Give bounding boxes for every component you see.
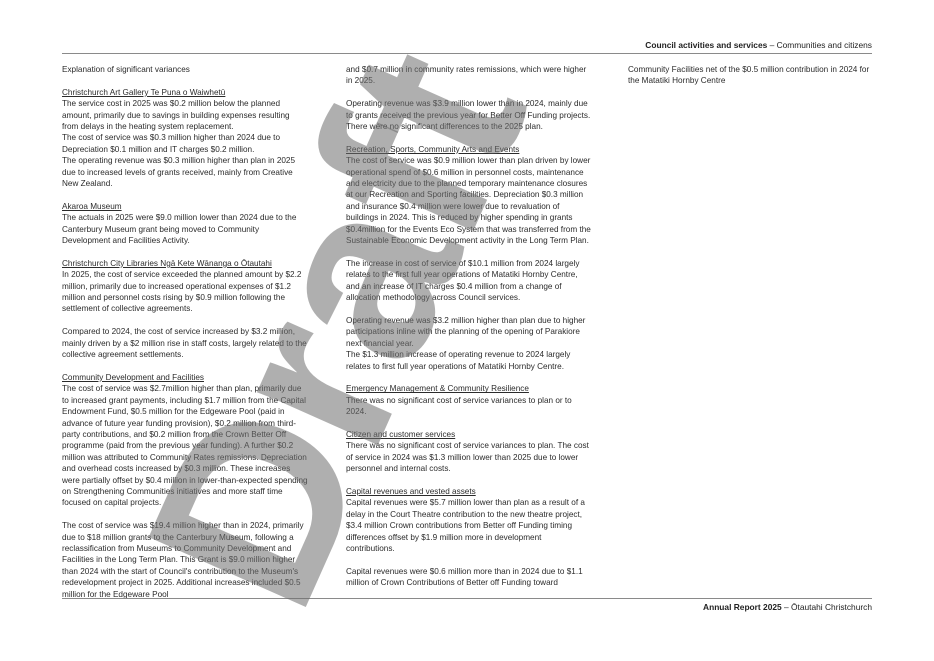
libraries-paragraph-2: Compared to 2024, the cost of service in…: [62, 327, 307, 360]
header-subsection: Communities and citizens: [776, 40, 872, 50]
community-development-paragraph-2: The cost of service was $19.4 million hi…: [62, 521, 304, 599]
header-separator: –: [767, 40, 777, 50]
community-development-paragraph-1: The cost of service was $2.7million high…: [62, 384, 308, 508]
header-section: Council activities and services: [645, 40, 768, 50]
akaroa-paragraph: The actuals in 2025 were $9.0 million lo…: [62, 213, 297, 246]
art-gallery-heading: Christchurch Art Gallery Te Puna o Waiwh…: [62, 87, 226, 97]
libraries-paragraph-1: In 2025, the cost of service exceeded th…: [62, 270, 302, 314]
art-gallery-paragraph-1: The service cost in 2025 was $0.2 millio…: [62, 99, 290, 132]
recreation-paragraph-3: Operating revenue was $3.2 million highe…: [346, 315, 586, 348]
column-3: Community Facilities net of the $0.5 mil…: [628, 64, 876, 87]
capital-revenues-heading: Capital revenues and vested assets: [346, 486, 476, 496]
recreation-paragraph-4: The $1.3 million increase of operating r…: [346, 350, 571, 371]
recreation-heading: Recreation, Sports, Community Arts and E…: [346, 144, 520, 154]
running-header: Council activities and services – Commun…: [645, 40, 872, 51]
citizen-services-paragraph: There was no significant cost of service…: [346, 441, 589, 474]
footer-rule: [62, 598, 872, 599]
emergency-management-heading: Emergency Management & Community Resilie…: [346, 384, 529, 394]
recreation-paragraph-2: The increase in cost of service of $10.1…: [346, 258, 580, 303]
capital-revenues-paragraph-2: Capital revenues were $0.6 million more …: [346, 566, 583, 588]
recreation-paragraph-1: The cost of service was $0.9 million low…: [346, 156, 591, 246]
running-footer: Annual Report 2025 – Ōtautahi Christchur…: [703, 602, 872, 613]
footer-org: Ōtautahi Christchurch: [791, 602, 872, 612]
libraries-heading: Christchurch City Libraries Ngā Kete Wān…: [62, 258, 272, 268]
art-gallery-paragraph-3: The operating revenue was $0.3 million h…: [62, 156, 296, 189]
continued-paragraph: and $0.7 million in community rates remi…: [346, 65, 587, 86]
footer-separator: –: [781, 602, 791, 612]
column-1: Explanation of significant variances Chr…: [62, 64, 308, 600]
operating-revenue-paragraph: Operating revenue was $3.9 million lower…: [346, 99, 591, 132]
header-rule: [62, 53, 872, 54]
column-2: and $0.7 million in community rates remi…: [346, 64, 592, 589]
citizen-services-heading: Citizen and customer services: [346, 429, 456, 439]
capital-revenues-paragraph-1: Capital revenues were $5.7 million lower…: [346, 498, 585, 553]
footer-report: Annual Report 2025: [703, 602, 782, 612]
continued-paragraph-col3: Community Facilities net of the $0.5 mil…: [628, 65, 870, 86]
emergency-management-paragraph: There was no significant cost of service…: [346, 395, 572, 417]
intro-text: Explanation of significant variances: [62, 65, 190, 74]
community-development-heading: Community Development and Facilities: [62, 372, 204, 382]
akaroa-heading: Akaroa Museum: [62, 201, 122, 211]
art-gallery-paragraph-2: The cost of service was $0.3 million hig…: [62, 133, 281, 154]
